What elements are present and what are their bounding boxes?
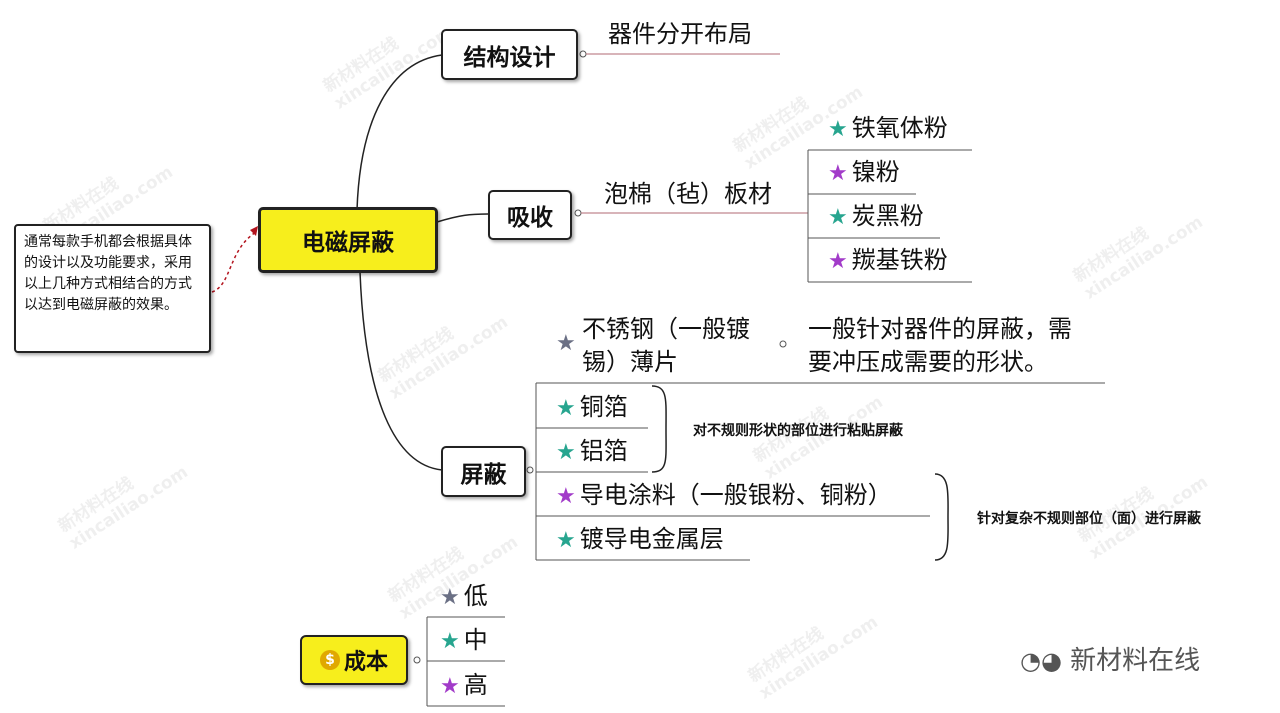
star-icon: ★ bbox=[440, 585, 460, 610]
star-icon: ★ bbox=[440, 674, 460, 699]
star-icon: ★ bbox=[556, 396, 576, 421]
central-topic-label: 电磁屏蔽 bbox=[302, 230, 394, 256]
star-icon: ★ bbox=[556, 440, 576, 465]
star-icon: ★ bbox=[828, 249, 848, 274]
shield-item: ★导电涂料（一般银粉、铜粉） bbox=[556, 481, 892, 509]
branch-absorb-label: 吸收 bbox=[507, 205, 553, 231]
shield-item: ★镀导电金属层 bbox=[556, 525, 724, 553]
stainless-line2: 锡）薄片 bbox=[582, 348, 678, 376]
brace-group2 bbox=[934, 473, 949, 561]
wechat-icon: ◔◕ bbox=[1020, 647, 1062, 675]
stainless-note-line2: 要冲压成需要的形状。 bbox=[808, 348, 1048, 376]
branch-absorb[interactable]: 吸收 bbox=[488, 190, 572, 240]
branch-shield[interactable]: 屏蔽 bbox=[441, 446, 526, 497]
branch-structure[interactable]: 结构设计 bbox=[441, 29, 578, 80]
shield-item: ★铝箔 bbox=[556, 437, 628, 465]
legend-item: ★低 bbox=[440, 582, 488, 610]
absorb-item: ★镍粉 bbox=[828, 158, 900, 186]
branch-shield-label: 屏蔽 bbox=[460, 461, 507, 488]
note-connector bbox=[211, 231, 257, 293]
star-icon: ★ bbox=[556, 331, 576, 356]
dollar-icon: $ bbox=[319, 650, 340, 670]
note-text: 通常每款手机都会根据具体的设计以及功能要求，采用以上几种方式相结合的方式以达到电… bbox=[24, 234, 192, 313]
absorb-item: ★炭黑粉 bbox=[828, 202, 924, 230]
star-icon: ★ bbox=[440, 629, 460, 654]
shield-item: ★铜箔 bbox=[556, 393, 628, 421]
legend-cost[interactable]: $ 成本 bbox=[300, 635, 408, 685]
absorb-item: ★羰基铁粉 bbox=[828, 246, 948, 274]
connector-structure bbox=[356, 54, 443, 211]
branch-structure-label: 结构设计 bbox=[463, 44, 556, 71]
legend-item: ★高 bbox=[440, 671, 488, 699]
note-box: 通常每款手机都会根据具体的设计以及功能要求，采用以上几种方式相结合的方式以达到电… bbox=[14, 224, 211, 353]
star-icon: ★ bbox=[556, 528, 576, 553]
connector-shield bbox=[359, 271, 443, 471]
star-icon: ★ bbox=[828, 117, 848, 142]
absorb-item: ★铁氧体粉 bbox=[828, 114, 948, 142]
structure-child: 器件分开布局 bbox=[608, 20, 752, 48]
connector-absorb bbox=[436, 213, 489, 223]
legend-item: ★中 bbox=[440, 626, 488, 654]
group2-note: 针对复杂不规则部位（面）进行屏蔽 bbox=[977, 511, 1201, 527]
stainless-line1: 不锈钢（一般镀 bbox=[582, 315, 750, 343]
brand-logo: ◔◕ 新材料在线 bbox=[1020, 640, 1200, 677]
legend-cost-label: 成本 bbox=[343, 650, 388, 675]
brand-logo-text: 新材料在线 bbox=[1070, 646, 1201, 676]
star-icon: ★ bbox=[828, 161, 848, 186]
star-icon: ★ bbox=[556, 484, 576, 509]
star-icon: ★ bbox=[828, 205, 848, 230]
absorb-child: 泡棉（毡）板材 bbox=[604, 180, 772, 208]
brace-group1 bbox=[651, 385, 667, 473]
central-topic[interactable]: 电磁屏蔽 bbox=[258, 207, 438, 273]
group1-note: 对不规则形状的部位进行粘贴屏蔽 bbox=[693, 423, 903, 439]
stainless-note-line1: 一般针对器件的屏蔽，需 bbox=[808, 315, 1072, 343]
